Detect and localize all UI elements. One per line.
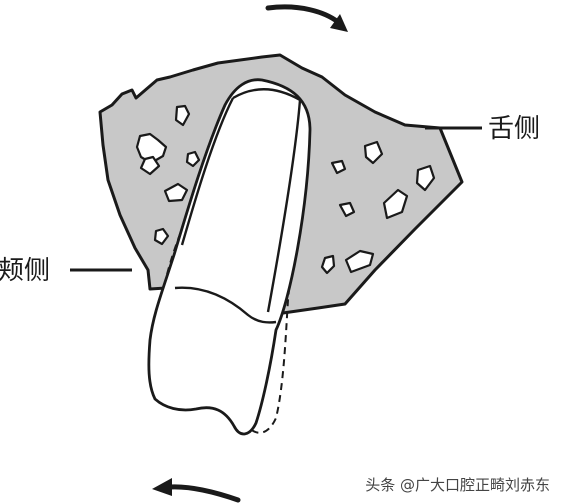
rotation-arrow-top-head [330,14,348,32]
tooth-tilted-position [147,78,312,436]
lingual-side-label: 舌侧 [488,114,541,144]
bone-trabeculae [135,104,436,275]
rotation-arrow-top-icon [265,4,341,25]
rotation-arrow-bottom-head [152,478,172,496]
source-watermark: 头条 @广大口腔正畸刘赤东 [365,476,550,494]
buccal-side-label: 颊侧 [0,256,51,286]
rotation-arrow-bottom-icon [167,484,241,503]
